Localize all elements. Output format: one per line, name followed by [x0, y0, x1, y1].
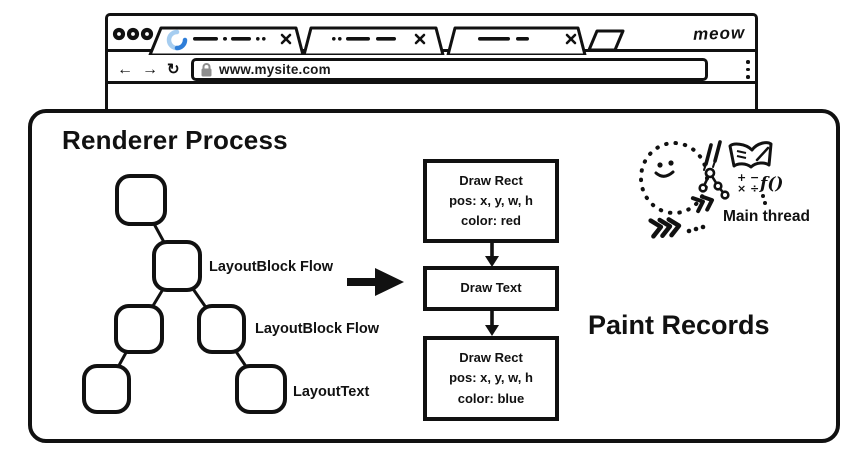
tree-node [82, 364, 131, 414]
tree-node [114, 304, 164, 354]
reload-button[interactable]: ↻ [167, 61, 180, 78]
tab-close-icon[interactable] [280, 33, 292, 45]
url-text: www.mysite.com [219, 62, 331, 77]
tab-loading[interactable] [148, 26, 305, 57]
loading-spinner-icon [166, 29, 188, 51]
tree-node [115, 174, 167, 226]
window-dot-icon[interactable] [126, 27, 140, 41]
forward-button[interactable]: → [142, 61, 158, 78]
browser-brand: meow [692, 23, 746, 44]
layout-tree-drawing [82, 174, 287, 414]
chevron-arrow-icon [690, 194, 715, 214]
tree-label-layouttext: LayoutText [293, 384, 370, 400]
back-button[interactable]: ← [117, 61, 133, 78]
renderer-process-panel: Renderer Process LayoutBlock Flow Layout… [28, 109, 840, 443]
down-arrow-icon [485, 243, 499, 267]
tab-strip [108, 16, 755, 57]
paint-line: Draw Rect [459, 350, 523, 366]
paint-record-draw-rect-blue: Draw Rect pos: x, y, w, h color: blue [423, 336, 559, 421]
main-thread-label: Main thread [723, 208, 810, 225]
tree-node-layouttext [235, 364, 287, 414]
tab-3[interactable] [446, 26, 587, 57]
tab-2[interactable] [302, 26, 445, 57]
smiley-face-icon [654, 160, 675, 178]
tree-node-layoutblock-2 [197, 304, 246, 354]
tree-graph-icon [698, 167, 730, 200]
down-arrow-icon [485, 310, 499, 336]
tab-title-scribble [193, 37, 266, 41]
panel-title: Renderer Process [62, 125, 288, 155]
lock-icon [201, 62, 212, 76]
paint-line: pos: x, y, w, h [449, 192, 533, 208]
tab-close-icon[interactable] [414, 33, 426, 45]
url-bar[interactable]: www.mysite.com [191, 58, 708, 81]
paint-line: Draw Text [460, 280, 522, 296]
paint-line: color: blue [457, 390, 525, 406]
book-icon [728, 141, 773, 169]
window-controls[interactable] [112, 27, 154, 41]
new-tab-button[interactable] [587, 29, 625, 52]
tab-title-scribble [478, 37, 529, 41]
math-symbols-row1: + − [737, 171, 759, 184]
main-thread-doodle: + − × ÷ f() [639, 140, 783, 239]
browser-navbar: ← → ↻ www.mysite.com [108, 55, 755, 84]
paint-record-draw-text: Draw Text [423, 266, 559, 311]
right-arrow-icon [347, 268, 404, 296]
window-dot-icon[interactable] [140, 27, 154, 41]
math-symbols-row2: × ÷ [737, 182, 759, 195]
window-dot-icon[interactable] [112, 27, 126, 41]
browser-window: meow ← → ↻ www.mysite.com [105, 13, 758, 117]
tab-strip-drawing [112, 26, 625, 57]
tree-label-layoutblock-flow-1: LayoutBlock Flow [209, 259, 334, 275]
tab-close-icon[interactable] [565, 33, 577, 45]
tab-title-scribble [332, 37, 396, 41]
paint-record-draw-rect-red: Draw Rect pos: x, y, w, h color: red [423, 159, 559, 243]
paint-line: pos: x, y, w, h [449, 370, 533, 386]
function-icon: f() [759, 174, 783, 194]
tree-node-layoutblock-1 [152, 240, 202, 292]
pencils-icon [703, 140, 722, 171]
paint-line: Draw Rect [459, 172, 523, 188]
paint-line: color: red [461, 213, 521, 229]
dotted-ellipse [639, 141, 709, 215]
triple-chevron-icon [648, 217, 682, 239]
paint-records-title: Paint Records [588, 310, 770, 340]
tree-label-layoutblock-flow-2: LayoutBlock Flow [255, 321, 380, 337]
menu-kebab-icon[interactable] [742, 57, 754, 82]
